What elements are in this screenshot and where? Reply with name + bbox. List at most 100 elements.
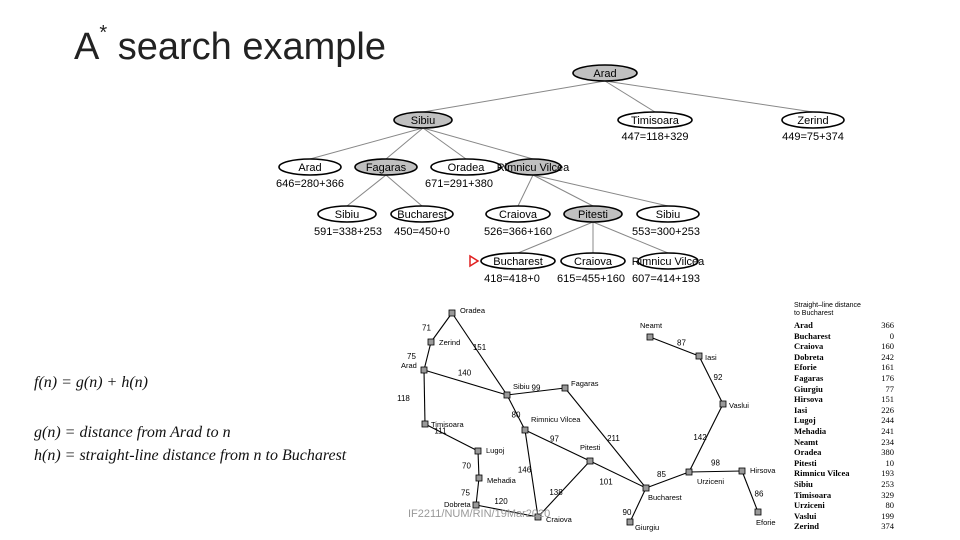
tree-node-ellipse bbox=[390, 205, 454, 223]
tree-edge bbox=[517, 174, 534, 207]
sld-distance: 242 bbox=[881, 351, 894, 362]
tree-node-ellipse bbox=[572, 64, 638, 82]
tree-node-f-value: 526=366+160 bbox=[484, 226, 552, 238]
tree-node-pitesti: Pitesti bbox=[563, 205, 623, 223]
city-marker-iasi bbox=[695, 352, 703, 360]
tree-node-f-value: 449=75+374 bbox=[782, 131, 844, 143]
sld-distance: 161 bbox=[881, 362, 894, 373]
sld-distance: 226 bbox=[881, 404, 894, 415]
sld-city: Hirsova bbox=[794, 394, 823, 405]
sld-city: Urziceni bbox=[794, 500, 825, 511]
sld-city: Eforie bbox=[794, 362, 817, 373]
road-distance-label: 140 bbox=[458, 369, 472, 378]
city-label-timisoara: Timisoara bbox=[431, 420, 464, 429]
road-sibiu-rimnicu bbox=[506, 394, 526, 431]
road-distance-label: 111 bbox=[434, 427, 447, 436]
sld-title-line: Straight–line distance bbox=[794, 302, 861, 309]
tree-node-ellipse bbox=[617, 111, 693, 129]
sld-distance: 366 bbox=[881, 320, 894, 330]
road-sibiu-fagaras bbox=[506, 387, 566, 396]
city-label-vaslui: Vaslui bbox=[729, 401, 749, 410]
tree-edge bbox=[422, 127, 534, 160]
road-vaslui-iasi bbox=[698, 355, 724, 405]
tree-edge bbox=[604, 80, 656, 113]
tree-edge bbox=[517, 221, 594, 254]
road-oradea-zerind bbox=[430, 312, 453, 343]
road-rimnicu-craiova bbox=[524, 429, 539, 518]
road-iasi-neamt bbox=[649, 336, 700, 357]
city-marker-neamt bbox=[646, 333, 654, 341]
road-arad-timisoara bbox=[423, 369, 426, 425]
tree-node-f-value: 591=338+253 bbox=[314, 226, 382, 238]
sld-city: Neamt bbox=[794, 436, 819, 447]
sld-city: Mehadia bbox=[794, 425, 827, 436]
tree-node-arad_root: Arad bbox=[572, 64, 638, 82]
road-arad-sibiu bbox=[423, 369, 508, 396]
sld-city: Craiova bbox=[794, 341, 824, 352]
city-marker-rimnicu bbox=[521, 426, 529, 434]
road-dobreta-craiova bbox=[475, 504, 539, 518]
sld-city: Bucharest bbox=[794, 330, 831, 341]
city-marker-vaslui bbox=[719, 400, 727, 408]
sld-city: Fagaras bbox=[794, 372, 824, 383]
road-distance-label: 101 bbox=[599, 478, 613, 487]
sld-city: Oradea bbox=[794, 447, 822, 458]
tree-node-f-value: 671=291+380 bbox=[425, 178, 493, 190]
tree-node-f-value: 607=414+193 bbox=[632, 273, 700, 285]
sld-distance: 329 bbox=[881, 489, 894, 500]
tree-node-ellipse bbox=[393, 111, 453, 129]
road-distance-label: 86 bbox=[755, 490, 764, 499]
city-label-fagaras: Fagaras bbox=[571, 379, 599, 388]
tree-node-fagaras: Fagaras bbox=[354, 158, 418, 176]
tree-edge bbox=[532, 174, 594, 207]
sld-city: Sibiu bbox=[794, 478, 813, 489]
sld-distance: 380 bbox=[881, 447, 894, 458]
city-label-urziceni: Urziceni bbox=[697, 477, 724, 486]
tree-node-label: Craiova bbox=[574, 256, 613, 268]
slide-title: A* search example bbox=[74, 22, 386, 69]
sld-distance: 244 bbox=[881, 415, 894, 426]
tree-edge bbox=[346, 174, 387, 207]
tree-edge bbox=[422, 80, 606, 113]
city-marker-mehadia bbox=[475, 474, 483, 482]
tree-node-label: Bucharest bbox=[397, 209, 447, 221]
title-superscript: * bbox=[99, 22, 108, 45]
title-text: A bbox=[74, 26, 100, 68]
road-distance-label: 151 bbox=[473, 343, 487, 352]
tree-edge bbox=[309, 127, 424, 160]
formula-f: f(n) = g(n) + h(n) bbox=[34, 374, 149, 391]
tree-node-f-value: 615=455+160 bbox=[557, 273, 625, 285]
tree-node-ellipse bbox=[504, 158, 562, 176]
road-distance-label: 120 bbox=[494, 497, 508, 506]
tree-edge bbox=[385, 127, 424, 160]
road-distance-label: 75 bbox=[407, 352, 416, 361]
sld-distance: 80 bbox=[885, 500, 895, 511]
road-distance-label: 138 bbox=[549, 488, 563, 497]
city-marker-timisoara bbox=[421, 420, 429, 428]
city-marker-fagaras bbox=[561, 384, 569, 392]
city-label-eforie: Eforie bbox=[756, 518, 776, 527]
tree-node-label: Rimnicu Vilcea bbox=[497, 162, 570, 174]
city-marker-urziceni bbox=[685, 468, 693, 476]
city-label-lugoj: Lugoj bbox=[486, 446, 505, 455]
road-distance-label: 98 bbox=[711, 459, 720, 468]
sld-city: Giurgiu bbox=[794, 383, 823, 394]
goal-marker-icon bbox=[469, 254, 480, 268]
road-distance-label: 71 bbox=[422, 324, 431, 333]
